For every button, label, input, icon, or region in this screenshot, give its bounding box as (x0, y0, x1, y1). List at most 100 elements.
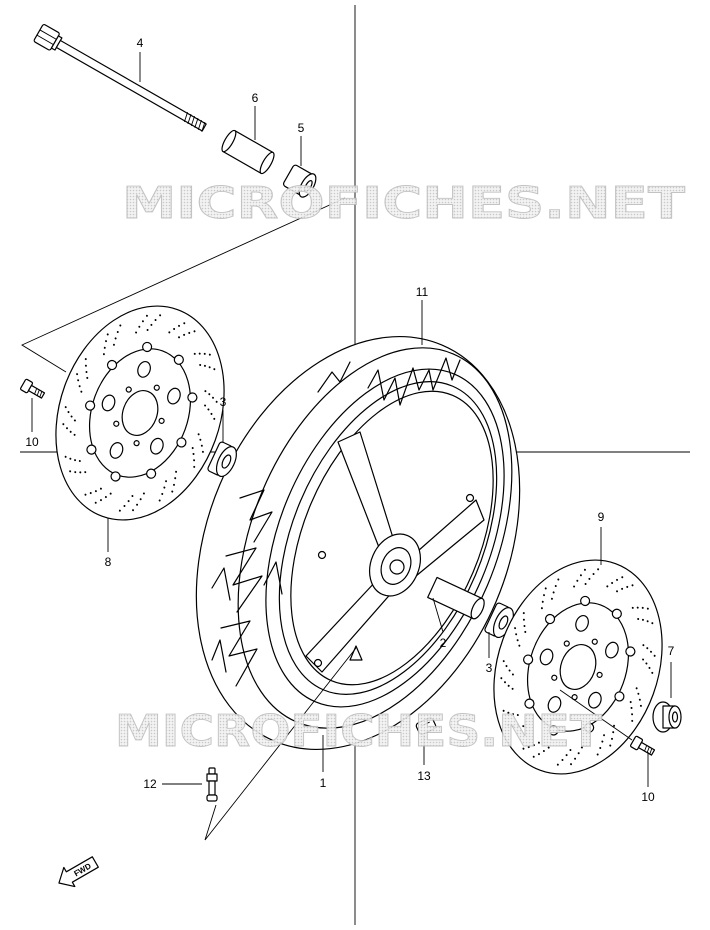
disc-vent-hole (174, 477, 177, 480)
axle-shaft (55, 39, 207, 132)
disc-bolt-right-part-10 (630, 735, 656, 756)
disc-vent-hole (114, 337, 117, 340)
disc-vent-hole (646, 647, 649, 650)
disc-vent-hole (197, 433, 200, 436)
disc-vent-hole (73, 419, 76, 422)
disc-vent-hole (193, 465, 196, 468)
disc-vent-hole (135, 331, 138, 334)
disc-rivet (524, 698, 535, 709)
disc-vent-hole (518, 644, 521, 647)
disc-vent-hole (502, 709, 505, 712)
disc-vent-hole (512, 725, 515, 728)
disc-vent-hole (638, 698, 641, 701)
disc-vent-hole (576, 579, 579, 582)
disc-vent-hole (215, 400, 218, 403)
disc-vent-hole (588, 577, 591, 580)
disc-bolt-hole (133, 440, 140, 447)
disc-vent-hole (616, 578, 619, 581)
disc-vent-hole (163, 486, 166, 489)
disc-vent-hole (517, 725, 520, 728)
axle-threads (183, 112, 206, 132)
disc-vent-hole (213, 417, 216, 420)
disc-vent-hole (99, 499, 102, 502)
disc-vent-hole (565, 754, 568, 757)
disc-vent-hole (603, 734, 606, 737)
disc-vent-hole (557, 578, 560, 581)
disc-vent-hole (516, 714, 519, 717)
disc-vent-hole (631, 584, 634, 587)
disc-vent-hole (198, 352, 201, 355)
part-label-3-right: 3 (486, 661, 493, 675)
disc-vent-hole (579, 574, 582, 577)
disc-bolt-hole (551, 674, 558, 681)
disc-vent-hole (542, 750, 545, 753)
collar-part-6 (221, 129, 275, 175)
disc-rivet (580, 595, 591, 607)
right-bolt-guide-line (559, 689, 633, 741)
disc-vent-hole (636, 606, 639, 609)
collar-bore (671, 711, 679, 723)
disc-lightening-hole (575, 614, 589, 632)
disc-vent-hole (642, 644, 645, 647)
disc-vent-hole (89, 492, 92, 495)
disc-vent-hole (208, 393, 211, 396)
disc-vent-hole (611, 581, 614, 584)
hub-bore (389, 559, 405, 575)
disc-bolt-hole (591, 638, 598, 645)
disc-vent-hole (601, 740, 604, 743)
disc-vent-hole (500, 677, 503, 680)
disc-vent-hole (502, 660, 505, 663)
disc-vent-hole (522, 618, 525, 621)
disc-vent-hole (70, 415, 73, 418)
bearing-bore (221, 454, 232, 469)
disc-vent-hole (515, 633, 518, 636)
disc-vent-hole (583, 568, 586, 571)
disc-vent-hole (119, 324, 122, 327)
disc-vent-hole (505, 665, 508, 668)
disc-vent-hole (512, 713, 515, 716)
rim-spoke-boss (465, 493, 475, 503)
disc-vent-hole (73, 433, 76, 436)
disc-vent-hole (574, 757, 577, 760)
disc-vent-hole (580, 746, 583, 749)
disc-vent-hole (584, 582, 587, 585)
disc-vent-hole (84, 364, 87, 367)
disc-vent-hole (641, 606, 644, 609)
disc-lightening-hole (137, 360, 151, 378)
disc-vent-hole (641, 618, 644, 621)
part-label-7: 7 (668, 644, 675, 658)
disc-rivet (173, 354, 184, 365)
disc-vent-hole (514, 627, 517, 630)
part-labels: 4 6 5 11 3 10 8 9 2 3 7 1 12 13 10 (25, 36, 674, 804)
disc-vent-hole (178, 324, 181, 327)
disc-vent-hole (77, 379, 80, 382)
spacer-face (298, 173, 317, 198)
disc-vent-hole (631, 606, 634, 609)
disc-vent-hole (136, 503, 139, 506)
disc-vent-hole (631, 713, 634, 716)
disc-vent-hole (64, 406, 67, 409)
disc-vent-hole (85, 371, 88, 374)
disc-vent-hole (523, 625, 526, 628)
disc-vent-hole (635, 687, 638, 690)
disc-bolt-hole (158, 417, 165, 424)
bearing-left-part-3 (207, 441, 237, 478)
disc-rivet (85, 400, 96, 411)
disc-vent-hole (86, 376, 89, 379)
disc-vent-hole (599, 746, 602, 749)
disc-rivet (584, 722, 595, 733)
disc-vent-hole (573, 585, 576, 588)
disc-vent-hole (201, 450, 204, 453)
disc-vent-hole (592, 573, 595, 576)
part-label-5: 5 (298, 121, 305, 135)
disc-vent-hole (630, 706, 633, 709)
part-label-2: 2 (440, 636, 447, 650)
disc-vent-hole (208, 353, 211, 356)
disc-vent-hole (532, 744, 535, 747)
valve-cap (208, 767, 216, 775)
disc-center-bore (559, 644, 597, 690)
disc-vent-hole (161, 492, 164, 495)
disc-vent-hole (78, 385, 81, 388)
disc-lightening-hole (539, 648, 554, 666)
